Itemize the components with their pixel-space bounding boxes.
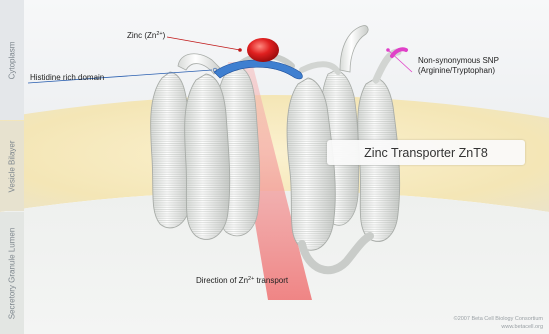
lumen-label: Secretory Granule Lumen bbox=[8, 227, 17, 319]
vesicle-bilayer-label: Vesicle Bilayer bbox=[8, 140, 17, 192]
diagram-title: Zinc Transporter ZnT8 bbox=[327, 140, 525, 165]
histidine-label: Histidine rich domain bbox=[30, 73, 104, 82]
zinc-label: Zinc (Zn2+) bbox=[127, 31, 165, 40]
lumen-region: Secretory Granule Lumen bbox=[0, 212, 24, 334]
credit-line-1: ©2007 Beta Cell Biology Consortium bbox=[454, 316, 543, 322]
snp-label-line1: Non-synonymous SNP bbox=[418, 56, 499, 66]
vesicle-bilayer-region: Vesicle Bilayer bbox=[0, 121, 24, 211]
snp-label-line2: (Arginine/Tryptophan) bbox=[418, 66, 499, 76]
credit-line-2: www.betacell.org bbox=[501, 324, 543, 330]
zinc-ion bbox=[247, 38, 279, 62]
cytoplasm-region: Cytoplasm bbox=[0, 0, 24, 120]
transport-direction-label: Direction of Zn2+ transport bbox=[196, 276, 288, 285]
cytoplasm-label: Cytoplasm bbox=[8, 41, 17, 79]
snp-label: Non-synonymous SNP (Arginine/Tryptophan) bbox=[418, 56, 499, 76]
